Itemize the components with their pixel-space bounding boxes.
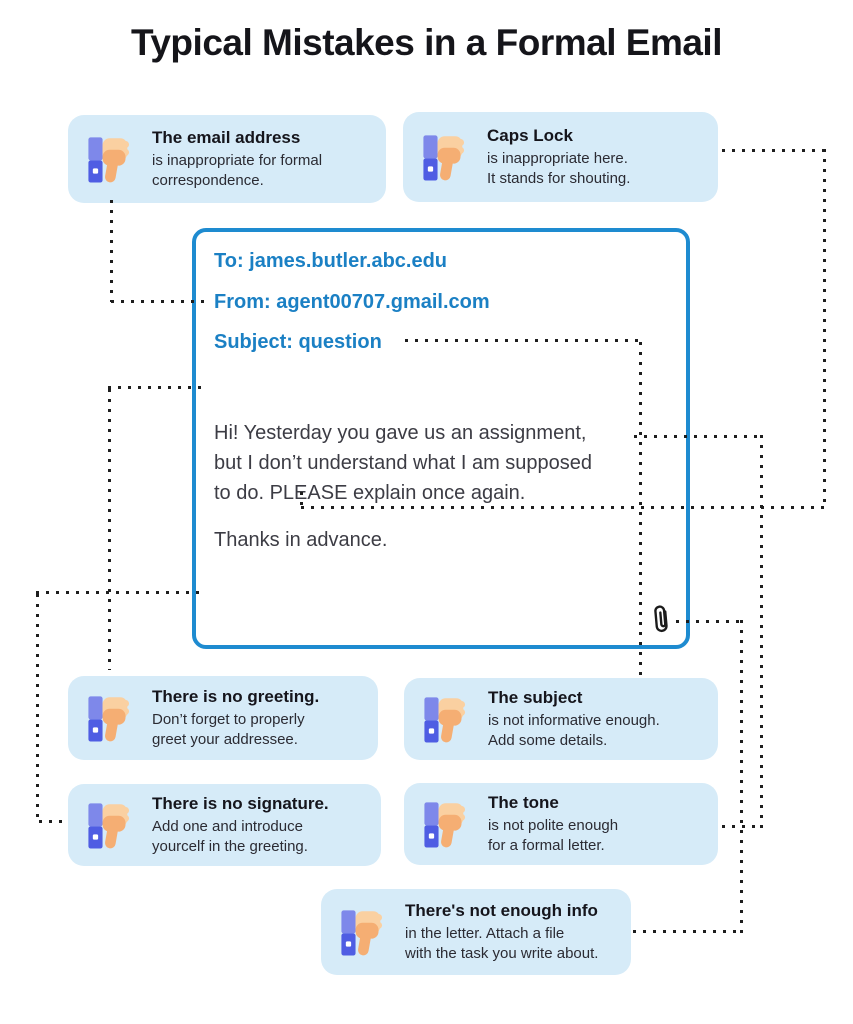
callout-body: Add one and introduce yourcelf in the gr… (152, 818, 308, 855)
callout-text: The tone is not polite enough for a form… (488, 793, 618, 854)
callout-caps-lock: Caps Lock is inappropriate here. It stan… (403, 112, 718, 202)
email-card: To: james.butler.abc.edu From: agent0070… (192, 228, 690, 649)
callout-text: There is no signature. Add one and intro… (152, 794, 329, 855)
callout-title: There is no signature. (152, 794, 329, 814)
connector-tone (760, 435, 763, 828)
callout-body: in the letter. Attach a file with the ta… (405, 925, 599, 962)
thumbs-down-icon (424, 696, 466, 743)
paperclip-icon (654, 605, 668, 633)
thumbs-down-icon (423, 134, 465, 181)
callout-title: The email address (152, 128, 301, 148)
connector-caps-lock (300, 492, 303, 505)
email-from-field: From: agent00707.gmail.com (214, 291, 490, 313)
connector-not-enough-info (740, 620, 743, 933)
connector-email-address (111, 300, 206, 303)
connector-no-signature (39, 820, 69, 823)
connector-caps-lock (823, 149, 826, 509)
callout-title: There's not enough info (405, 901, 598, 921)
connector-no-signature (36, 594, 39, 822)
callout-email-address: The email address is inappropriate for f… (68, 115, 386, 203)
page-title: Typical Mistakes in a Formal Email (131, 22, 723, 63)
connector-email-address (110, 200, 113, 302)
callout-text: The email address is inappropriate for f… (152, 128, 322, 189)
connector-not-enough-info (676, 620, 743, 623)
callout-no-greeting: There is no greeting. Don’t forget to pr… (68, 676, 378, 760)
callout-text: There's not enough info in the letter. A… (405, 901, 598, 962)
email-subject-field: Subject: question (214, 331, 382, 353)
thumbs-down-icon (88, 136, 130, 183)
connector-no-greeting (108, 389, 111, 670)
callout-tone: The tone is not polite enough for a form… (404, 783, 718, 865)
callout-subject: The subject is not informative enough. A… (404, 678, 718, 760)
callout-body: is inappropriate for formal corresponden… (152, 152, 323, 189)
callout-title: Caps Lock (487, 126, 573, 146)
callout-body: is inappropriate here. It stands for sho… (487, 150, 631, 187)
connector-caps-lock (301, 506, 826, 509)
thumbs-down-icon (424, 801, 466, 848)
thumbs-down-icon (341, 909, 383, 956)
callout-title: There is no greeting. (152, 687, 320, 707)
connector-caps-lock (722, 149, 826, 152)
email-to-field: To: james.butler.abc.edu (214, 250, 448, 272)
callout-text: Caps Lock is inappropriate here. It stan… (487, 126, 630, 187)
callout-title: The subject (488, 688, 583, 708)
callout-title: The tone (488, 793, 559, 813)
thumbs-down-icon (88, 695, 130, 742)
callout-body: is not polite enough for a formal letter… (488, 817, 619, 854)
thumbs-down-icon (88, 802, 130, 849)
callout-text: There is no greeting. Don’t forget to pr… (152, 687, 319, 748)
callout-body: is not informative enough. Add some deta… (488, 712, 660, 749)
callout-not-enough-info: There's not enough info in the letter. A… (321, 889, 631, 975)
connector-subject (405, 339, 645, 342)
connector-no-signature (36, 591, 204, 594)
email-body-text: Hi! Yesterday you gave us an assignment,… (214, 422, 593, 504)
callout-no-signature: There is no signature. Add one and intro… (68, 784, 381, 866)
email-closing-text: Thanks in advance. (214, 529, 388, 551)
connector-tone (634, 435, 763, 438)
connector-not-enough-info (633, 930, 743, 933)
callout-text: The subject is not informative enough. A… (488, 688, 660, 749)
connector-subject (639, 342, 642, 676)
callout-body: Don’t forget to properly greet your addr… (152, 711, 305, 748)
connector-no-greeting (108, 386, 206, 389)
